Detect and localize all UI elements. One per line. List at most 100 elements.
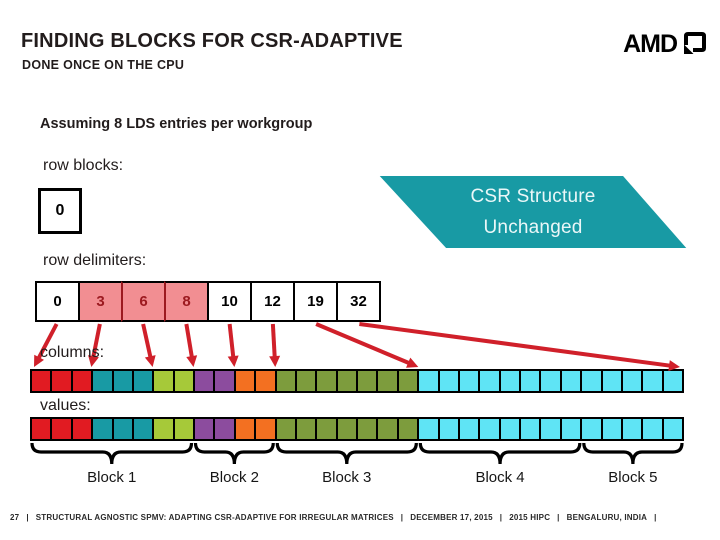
value-cell bbox=[296, 419, 316, 439]
block-label: Block 2 bbox=[209, 469, 259, 486]
value-cell bbox=[195, 419, 214, 439]
column-cell bbox=[32, 371, 51, 391]
block-brace bbox=[582, 442, 684, 465]
column-cell bbox=[256, 371, 275, 391]
row-delimiter-cell: 10 bbox=[207, 281, 252, 322]
block-label: Block 5 bbox=[608, 469, 658, 486]
value-cell bbox=[215, 419, 234, 439]
column-cell bbox=[93, 371, 112, 391]
value-cell bbox=[133, 419, 153, 439]
value-cell bbox=[378, 419, 397, 439]
column-cell bbox=[459, 371, 479, 391]
value-cell bbox=[459, 419, 479, 439]
row-block-cell: 0 bbox=[38, 188, 82, 234]
column-cell bbox=[235, 371, 255, 391]
column-cell bbox=[582, 371, 601, 391]
values-label: values: bbox=[40, 397, 91, 414]
amd-logo-text: AMD bbox=[623, 30, 678, 58]
block-brace bbox=[193, 442, 275, 465]
value-cell bbox=[93, 419, 112, 439]
column-cell bbox=[378, 371, 397, 391]
callout-line-1: CSR Structure bbox=[470, 186, 596, 207]
block-brace bbox=[418, 442, 582, 465]
delimiter-arrow bbox=[359, 322, 673, 368]
value-cell bbox=[643, 419, 662, 439]
row-delimiter-cell: 19 bbox=[293, 281, 338, 322]
value-cell bbox=[561, 419, 581, 439]
block-label: Block 1 bbox=[87, 469, 137, 486]
value-cell bbox=[398, 419, 418, 439]
value-cell bbox=[521, 419, 540, 439]
column-cell bbox=[296, 371, 316, 391]
delimiter-arrowhead bbox=[144, 355, 156, 367]
column-cell bbox=[174, 371, 193, 391]
assumption-text: Assuming 8 LDS entries per workgroup bbox=[40, 116, 313, 132]
value-cell bbox=[317, 419, 336, 439]
column-cell bbox=[215, 371, 234, 391]
column-cell bbox=[337, 371, 356, 391]
block-brace bbox=[30, 442, 194, 465]
delimiter-arrowhead bbox=[269, 355, 281, 367]
column-cell bbox=[113, 371, 132, 391]
value-cell bbox=[419, 419, 438, 439]
value-cell bbox=[358, 419, 377, 439]
delimiter-arrow bbox=[315, 322, 412, 366]
footer: 27 | STRUCTURAL AGNOSTIC SPMV: ADAPTING CS… bbox=[10, 513, 664, 522]
column-cell bbox=[398, 371, 418, 391]
row-delimiter-cell: 32 bbox=[336, 281, 381, 322]
footer-separator: | bbox=[654, 513, 657, 522]
value-cell bbox=[663, 419, 682, 439]
value-cell bbox=[72, 419, 92, 439]
value-cell bbox=[439, 419, 458, 439]
columns-array bbox=[30, 369, 684, 393]
delimiter-arrowhead bbox=[406, 357, 419, 368]
delimiter-arrow bbox=[270, 323, 277, 360]
column-cell bbox=[52, 371, 71, 391]
amd-logo: AMD bbox=[623, 30, 706, 59]
row-blocks-label: row blocks: bbox=[43, 157, 124, 174]
column-cell bbox=[72, 371, 92, 391]
delimiter-arrow bbox=[184, 323, 195, 360]
columns-label: columns: bbox=[40, 344, 105, 361]
row-delimiter-cell: 12 bbox=[250, 281, 295, 322]
block-label: Block 4 bbox=[475, 469, 525, 486]
footer-item: DECEMBER 17, 2015 bbox=[410, 513, 493, 522]
column-cell bbox=[419, 371, 438, 391]
footer-separator: | bbox=[499, 513, 503, 522]
delimiter-arrowhead bbox=[227, 355, 239, 367]
block-brace bbox=[275, 442, 418, 465]
footer-separator: | bbox=[26, 513, 29, 522]
column-cell bbox=[643, 371, 662, 391]
value-cell bbox=[480, 419, 499, 439]
value-cell bbox=[32, 419, 51, 439]
value-cell bbox=[235, 419, 255, 439]
value-cell bbox=[541, 419, 560, 439]
footer-separator: | bbox=[400, 513, 404, 522]
column-cell bbox=[195, 371, 214, 391]
delimiter-arrow bbox=[141, 323, 153, 360]
column-cell bbox=[154, 371, 173, 391]
column-cell bbox=[133, 371, 153, 391]
column-cell bbox=[521, 371, 540, 391]
row-delimiter-cell: 8 bbox=[164, 281, 209, 322]
column-cell bbox=[500, 371, 519, 391]
value-cell bbox=[337, 419, 356, 439]
row-delimiter-cell: 3 bbox=[78, 281, 123, 322]
footer-item: STRUCTURAL AGNOSTIC SPMV: ADAPTING CSR-A… bbox=[35, 513, 394, 522]
footer-separator: | bbox=[557, 513, 560, 522]
column-cell bbox=[602, 371, 621, 391]
value-cell bbox=[154, 419, 173, 439]
delimiter-arrowhead bbox=[186, 355, 198, 367]
column-cell bbox=[663, 371, 682, 391]
values-array bbox=[30, 417, 684, 441]
callout-line-2: Unchanged bbox=[483, 217, 583, 238]
csr-structure-callout: CSR Structure Unchanged bbox=[379, 176, 687, 248]
footer-page-number: 27 bbox=[10, 513, 20, 522]
row-delimiter-cell: 6 bbox=[121, 281, 166, 322]
value-cell bbox=[256, 419, 275, 439]
row-delimiters-label: row delimiters: bbox=[43, 252, 147, 269]
column-cell bbox=[622, 371, 642, 391]
value-cell bbox=[52, 419, 71, 439]
